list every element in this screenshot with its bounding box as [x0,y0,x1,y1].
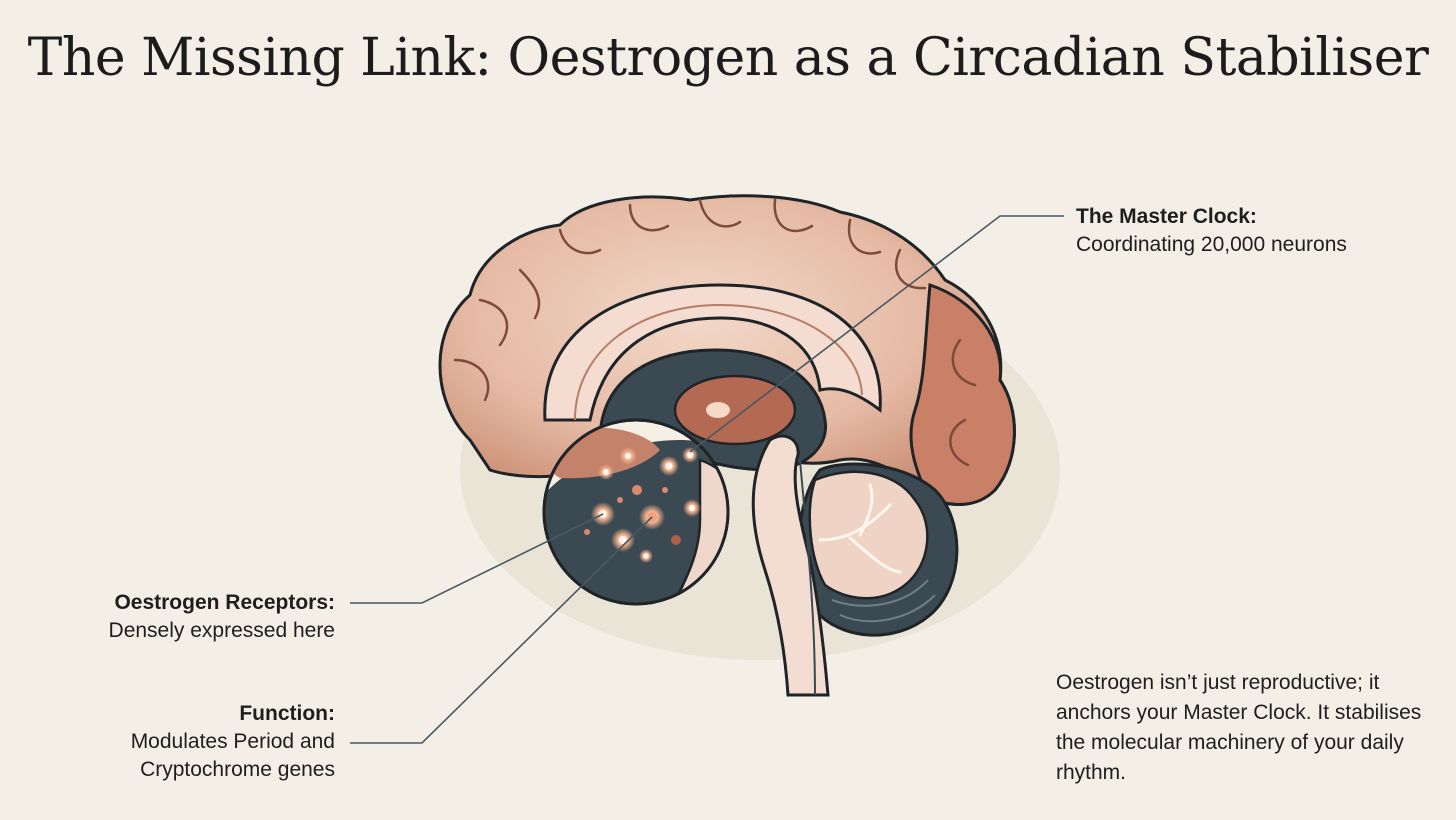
callout-receptors-body: Densely expressed here [40,617,335,645]
occipital-lobe [911,285,1014,504]
summary-text: Oestrogen isn’t just reproductive; it an… [1056,668,1436,788]
callout-receptors: Oestrogen Receptors: Densely expressed h… [40,589,335,645]
callout-receptors-heading: Oestrogen Receptors: [40,589,335,617]
callout-master-clock-body: Coordinating 20,000 neurons [1076,231,1347,259]
callout-function-heading: Function: [40,700,335,728]
callout-function: Function: Modulates Period and Cryptochr… [40,700,335,784]
callout-master-clock: The Master Clock: Coordinating 20,000 ne… [1076,203,1347,259]
callout-function-body-line1: Modulates Period and [40,728,335,756]
callout-master-clock-heading: The Master Clock: [1076,203,1347,231]
callout-function-body-line2: Cryptochrome genes [40,756,335,784]
